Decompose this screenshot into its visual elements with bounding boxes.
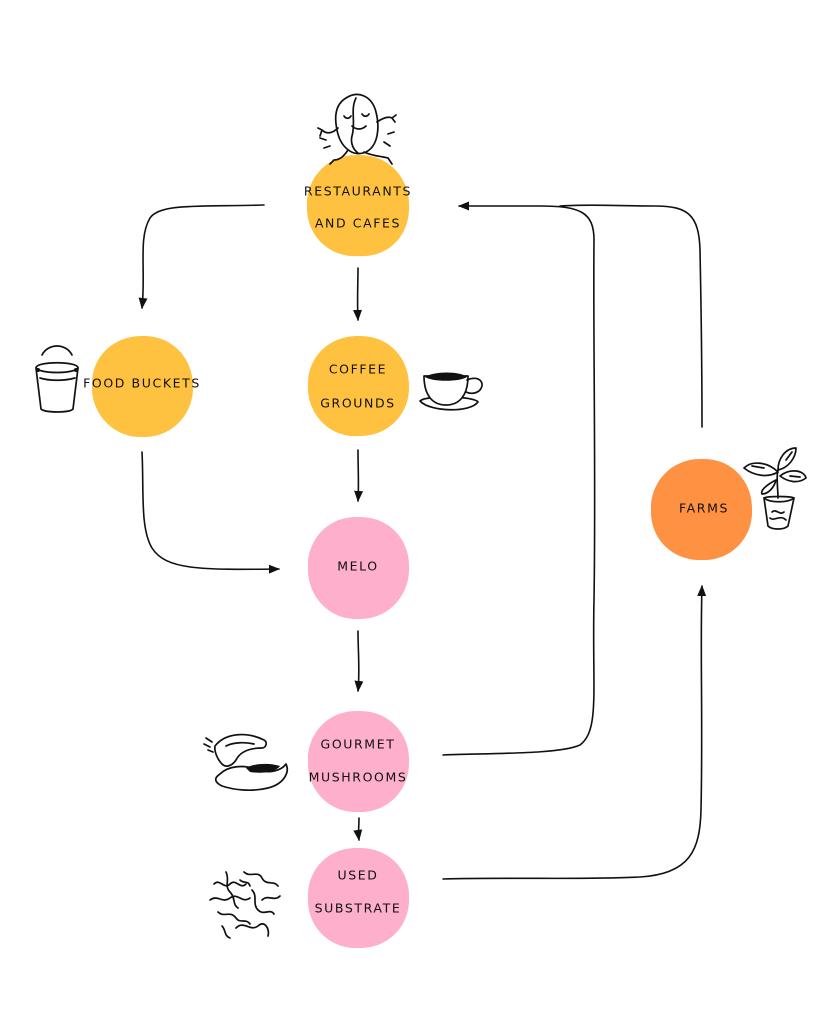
node-label-line1: COFFEE	[329, 362, 387, 377]
node-label-line1: MELO	[337, 559, 378, 574]
node-circle	[307, 335, 410, 437]
node-label-line1: GOURMET	[321, 737, 396, 752]
node-restaurants-and-cafes[interactable]: RESTAURANTS AND CAFES	[304, 154, 412, 257]
node-circle	[91, 335, 194, 438]
node-melo[interactable]: MELO	[307, 516, 410, 620]
node-gourmet-mushrooms[interactable]: GOURMET MUSHROOMS	[307, 710, 410, 813]
node-circle	[650, 458, 753, 561]
node-farms[interactable]: FARMS	[650, 458, 753, 561]
edges	[138, 201, 707, 880]
edge-food-buckets-to-melo	[141, 451, 281, 574]
coffee-bean-character-icon	[317, 93, 397, 165]
potted-plant-icon	[743, 447, 807, 530]
node-circle	[307, 710, 410, 813]
edge-restaurants-to-food-buckets	[138, 204, 265, 310]
edge-gourmet-mushrooms-to-restaurants	[442, 201, 596, 756]
mycelium-icon	[209, 871, 281, 939]
node-circle	[306, 154, 410, 257]
edge-used-substrate-to-farms	[442, 584, 707, 880]
node-food-buckets[interactable]: FOOD BUCKETS	[83, 335, 201, 438]
mushroom-icon	[203, 733, 288, 792]
node-label-line2: GROUNDS	[320, 396, 395, 411]
node-used-substrate[interactable]: USED SUBSTRATE	[307, 847, 410, 949]
node-circle	[307, 847, 410, 949]
node-label-line2: SUBSTRATE	[315, 901, 402, 916]
coffee-cup-icon	[419, 372, 483, 411]
node-label-line1: RESTAURANTS	[304, 184, 412, 199]
node-circle	[307, 516, 410, 620]
node-label-line1: USED	[337, 868, 378, 883]
node-label-line1: FOOD BUCKETS	[83, 376, 201, 391]
bucket-icon	[35, 345, 79, 413]
node-coffee-grounds[interactable]: COFFEE GROUNDS	[307, 335, 410, 437]
node-label-line2: MUSHROOMS	[309, 770, 408, 785]
edge-melo-to-gourmet-mushrooms	[354, 630, 364, 693]
edge-farms-to-restaurants	[559, 204, 703, 428]
node-label-line1: FARMS	[679, 501, 729, 516]
node-label-line2: AND CAFES	[315, 216, 401, 231]
